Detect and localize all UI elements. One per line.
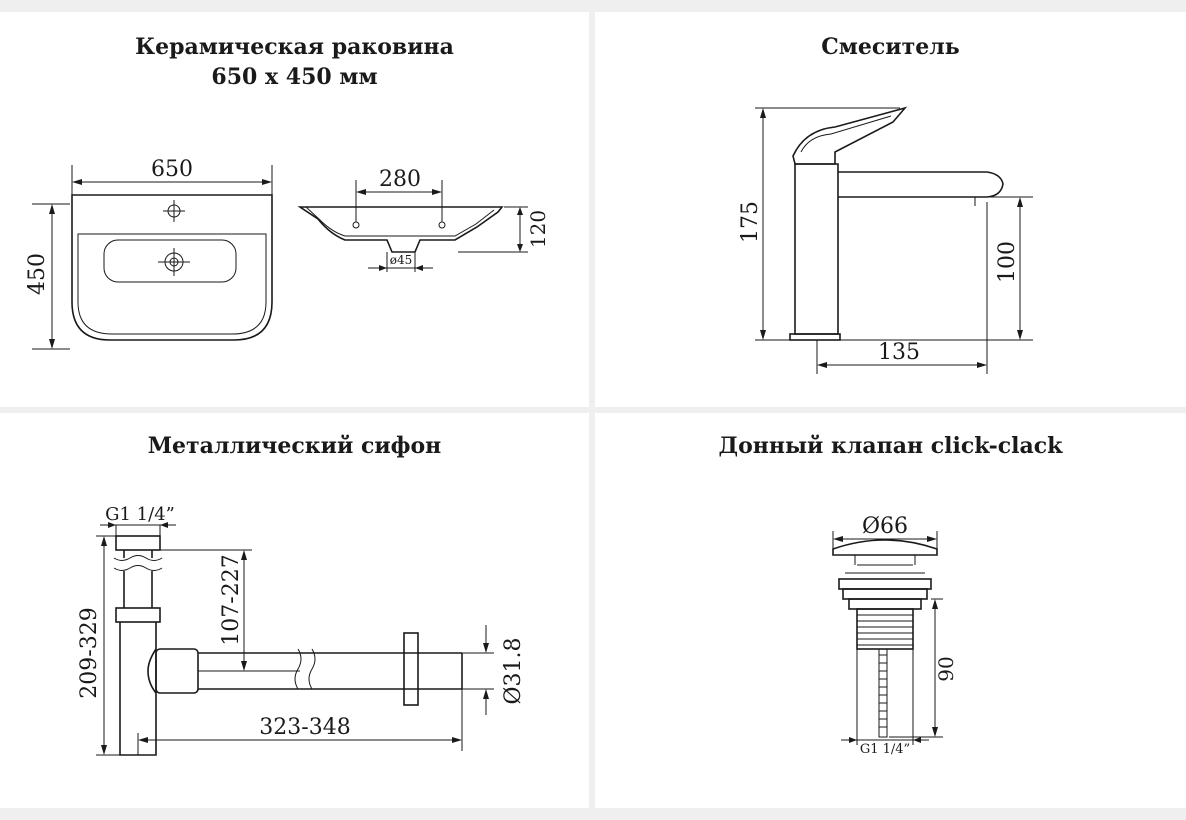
siphon-panel: Металлический сифон — [0, 413, 589, 808]
faucet-body — [794, 163, 839, 335]
siphon-inlet-height-label: 107-227 — [219, 554, 244, 645]
siphon-length-label: 323-348 — [259, 715, 350, 740]
siphon-wall-flange — [403, 632, 419, 706]
sink-drain-diameter-label: ø45 — [390, 253, 413, 267]
sink-section-hole-right — [438, 221, 446, 229]
faucet-handle — [792, 106, 908, 165]
drain-valve-flange — [838, 578, 932, 590]
drain-valve-panel: Донный клапан click-clack Ø66 — [595, 413, 1186, 808]
sink-drawing: 650 450 280 120 — [25, 157, 550, 350]
sink-title-line1: Керамическая раковина — [135, 34, 454, 60]
siphon-elbow — [147, 648, 157, 694]
sink-title-line2: 650 х 450 мм — [211, 64, 378, 90]
sink-panel: Керамическая раковина 650 х 450 мм 650 — [0, 12, 589, 407]
faucet-title: Смеситель — [821, 34, 960, 60]
siphon-drawing: G1 1/4” 209-329 107-227 3 — [77, 504, 526, 756]
faucet-spout-height-label: 100 — [995, 241, 1020, 283]
sink-bowl-outline — [77, 233, 267, 335]
faucet-base — [789, 333, 841, 341]
sink-top-view-outline — [71, 194, 273, 341]
siphon-outlet-nut — [155, 648, 199, 694]
siphon-pipe-diameter-label: Ø31.8 — [501, 637, 526, 704]
sink-depth-label: 120 — [526, 210, 550, 248]
drain-valve-drawing: Ø66 90 G1 1/4” — [832, 514, 958, 757]
sink-section-outline — [297, 206, 504, 253]
sink-drain-area — [103, 239, 237, 283]
faucet-drawing: 175 100 135 — [738, 106, 1033, 374]
drain-valve-height-label: 90 — [934, 656, 958, 681]
siphon-collar — [115, 607, 161, 623]
drain-valve-title: Донный клапан click-clack — [718, 433, 1063, 459]
sink-width-label: 650 — [151, 157, 193, 182]
faucet-panel: Смеситель 175 100 — [595, 12, 1186, 407]
faucet-reach-label: 135 — [878, 340, 920, 365]
faucet-height-label: 175 — [738, 201, 763, 243]
sink-holes-distance-label: 280 — [379, 167, 421, 192]
siphon-total-height-label: 209-329 — [77, 607, 102, 698]
siphon-title: Металлический сифон — [147, 433, 442, 459]
sink-height-label: 450 — [25, 253, 50, 295]
faucet-spout — [838, 171, 1004, 198]
siphon-thread-label: G1 1/4” — [105, 504, 175, 525]
drain-valve-thread-label: G1 1/4” — [860, 742, 910, 757]
sink-section-hole-left — [352, 221, 360, 229]
drain-valve-diameter-label: Ø66 — [862, 514, 908, 539]
drain-valve-cap — [832, 539, 938, 556]
siphon-inlet-nut — [115, 535, 161, 551]
drain-valve-stem — [878, 648, 888, 738]
sink-title: Керамическая раковина 650 х 450 мм — [0, 32, 589, 92]
